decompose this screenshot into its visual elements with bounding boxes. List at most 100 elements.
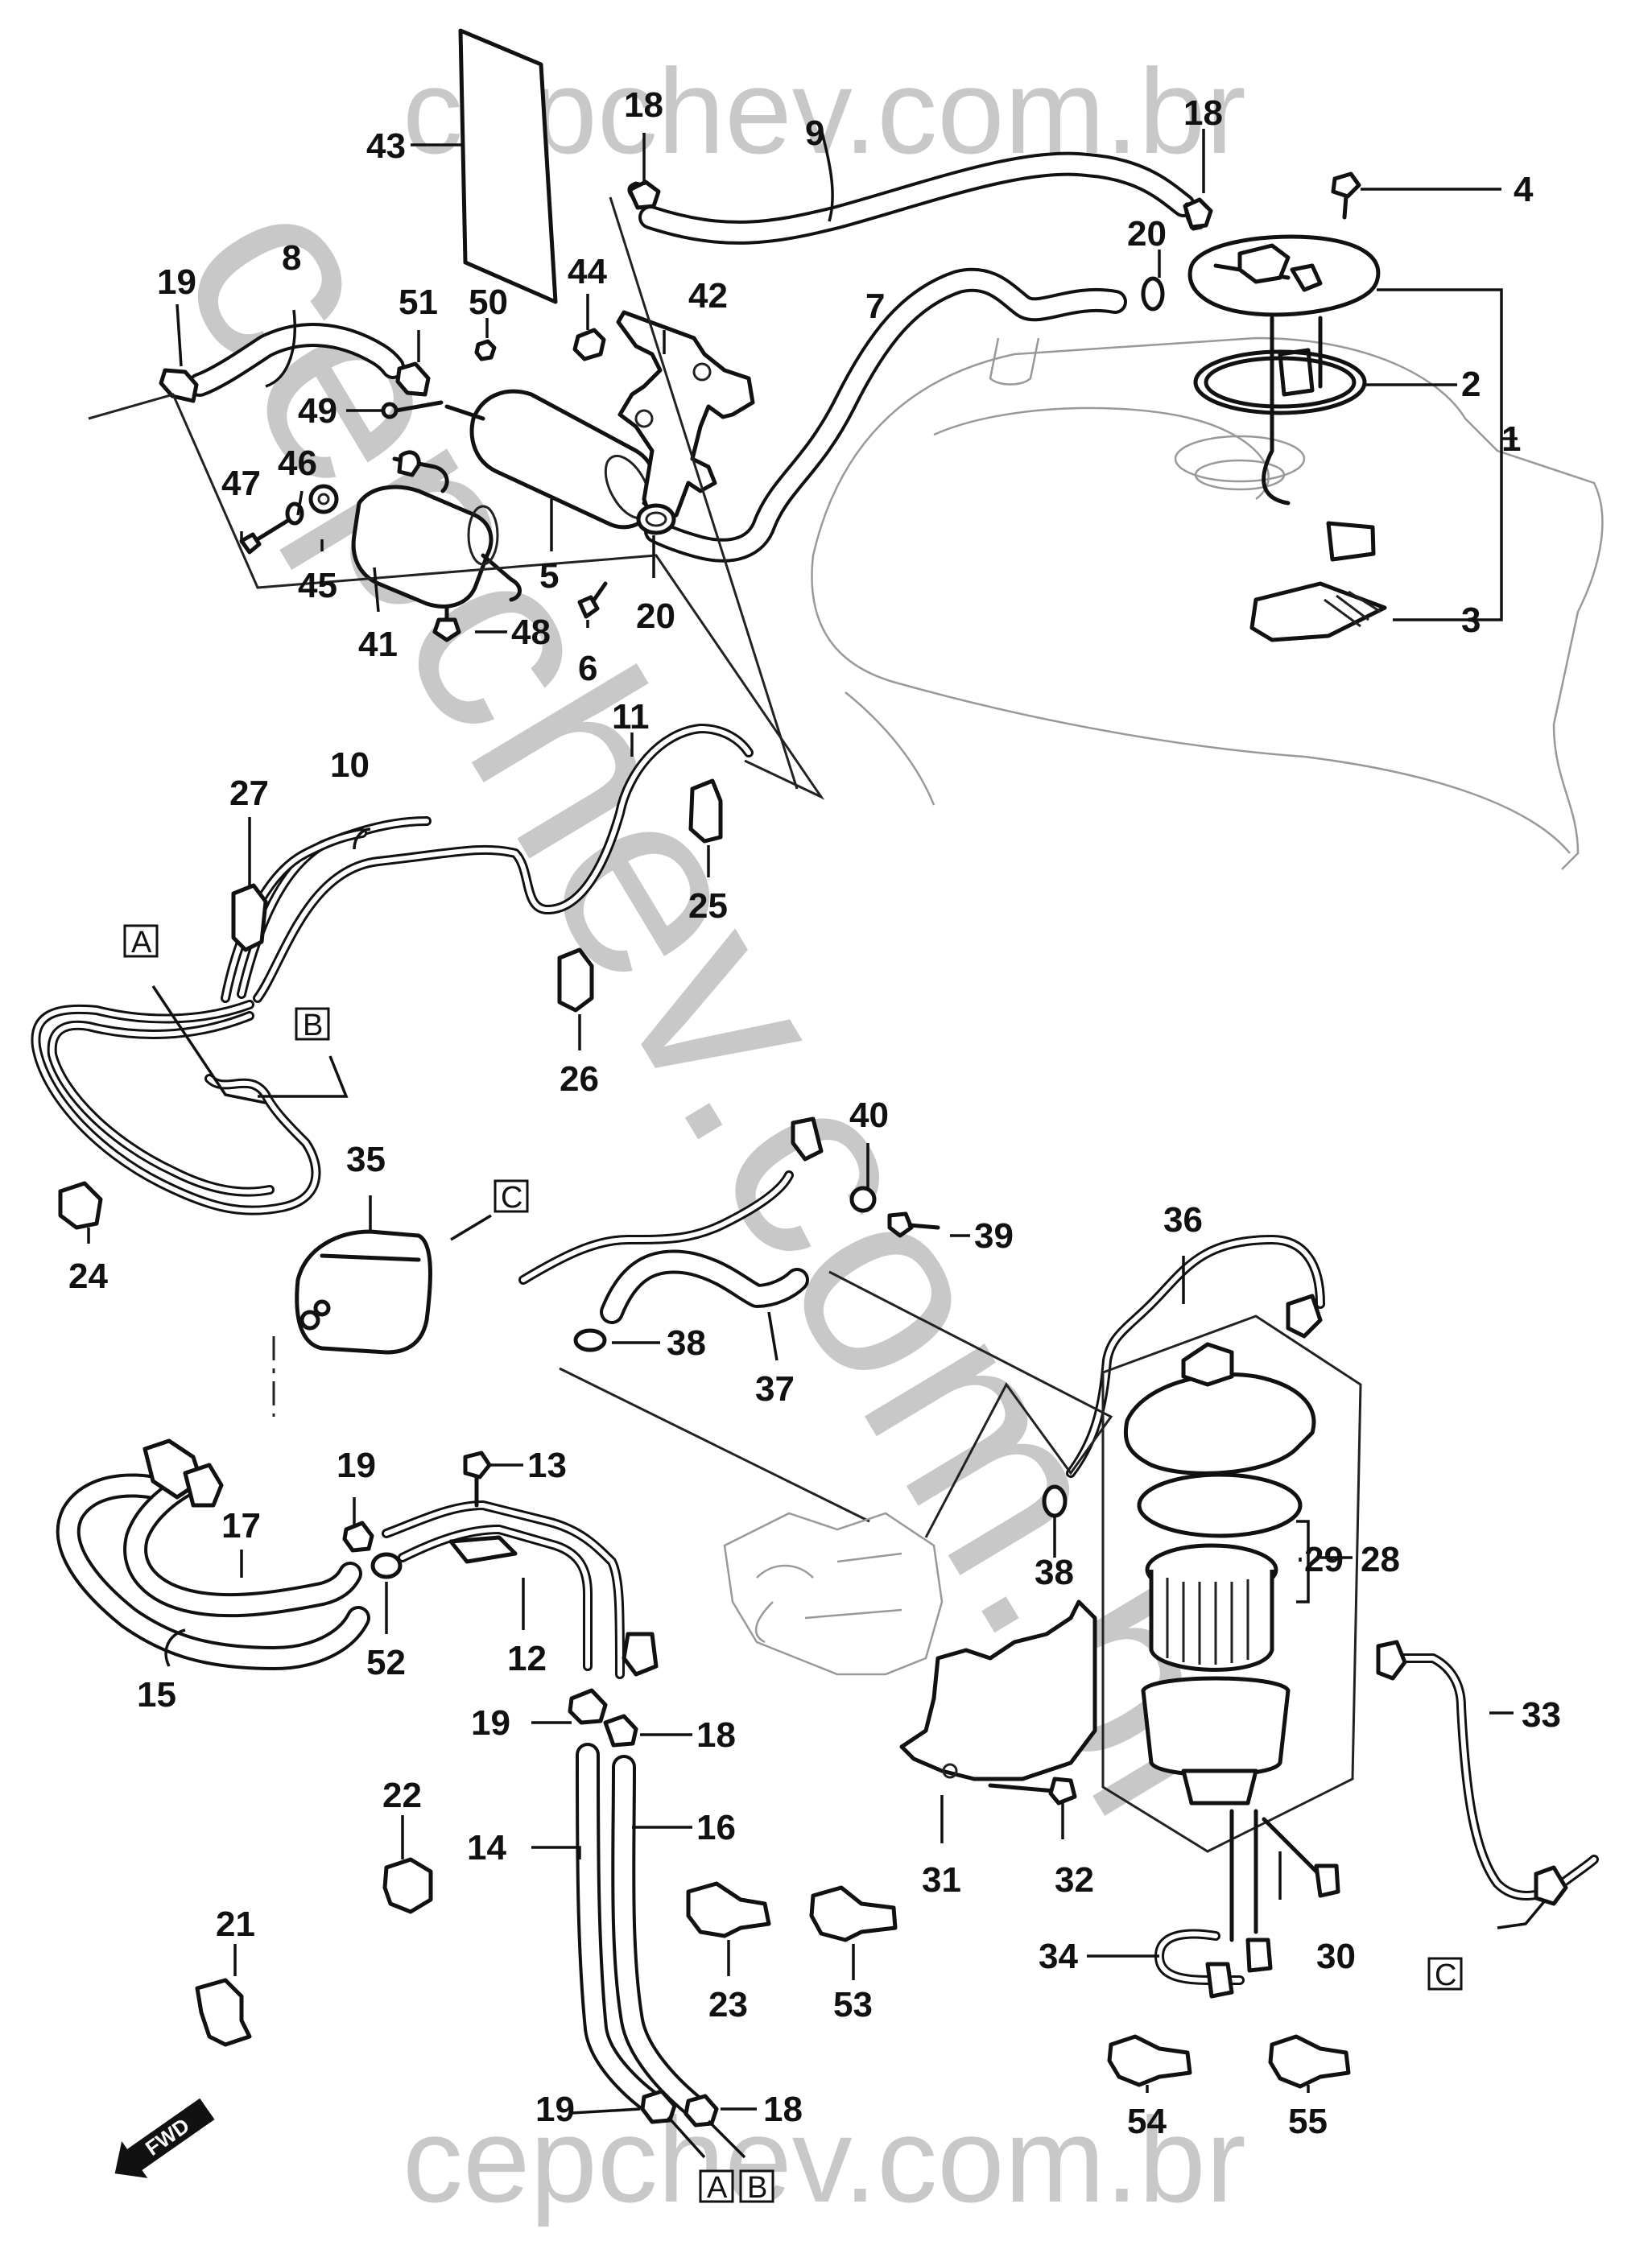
callout-18-d: 18	[763, 2090, 803, 2129]
nipple-44	[572, 328, 606, 361]
bracket-31	[899, 1599, 1097, 1781]
callout-25: 25	[688, 886, 728, 926]
callout-19-a: 19	[157, 262, 196, 302]
callout-53: 53	[833, 1985, 873, 2024]
clamp-19-mid	[342, 1521, 374, 1553]
callout-54: 54	[1127, 2102, 1167, 2141]
hose-33	[1376, 1640, 1599, 1906]
clamp-20-right	[1141, 276, 1165, 312]
ref-marker-b-bottom: B	[739, 2169, 774, 2205]
svg-text:A: A	[707, 2171, 728, 2205]
callout-2: 2	[1461, 365, 1481, 404]
grommet-49	[381, 400, 444, 419]
pump-module-1	[1187, 234, 1381, 506]
fwd-arrow-icon: FWD	[114, 2098, 215, 2178]
callout-20-a: 20	[1127, 214, 1167, 254]
callout-23: 23	[708, 1985, 748, 2024]
clip-54	[1107, 2034, 1192, 2087]
callout-11: 11	[612, 697, 650, 737]
clamp-20-left	[636, 503, 676, 535]
clip-27	[231, 883, 268, 952]
callout-46: 46	[278, 444, 317, 483]
ref-marker-c-right: C	[1427, 1957, 1463, 1992]
callout-17: 17	[221, 1506, 261, 1546]
callout-24: 24	[68, 1257, 108, 1296]
clip-55	[1268, 2034, 1351, 2089]
callout-12: 12	[507, 1639, 547, 1678]
callout-16: 16	[696, 1808, 736, 1847]
callout-15: 15	[137, 1675, 176, 1715]
callout-34: 34	[1039, 1937, 1078, 1976]
callout-10: 10	[330, 745, 370, 785]
callout-18-a: 18	[624, 85, 663, 125]
fuel-tank-outline	[811, 336, 1604, 870]
callout-41: 41	[358, 625, 398, 664]
callout-36: 36	[1163, 1200, 1203, 1240]
hose-8	[188, 323, 405, 397]
clamp-38-right	[1042, 1484, 1068, 1518]
callout-38-a: 38	[667, 1323, 706, 1363]
callout-48: 48	[511, 613, 551, 652]
svg-text:C: C	[501, 1181, 522, 1215]
callout-21: 21	[216, 1905, 255, 1944]
nut-50	[474, 339, 497, 361]
callout-50: 50	[469, 283, 508, 322]
clamp-18-top-right	[1183, 197, 1213, 229]
ref-marker-a-bottom: A	[699, 2169, 734, 2205]
svg-text:B: B	[303, 1009, 323, 1042]
view-lines-middle	[559, 1270, 1113, 1538]
clip-26	[557, 947, 594, 1013]
callout-4: 4	[1514, 170, 1534, 209]
callout-27: 27	[229, 774, 269, 813]
callout-6: 6	[578, 649, 597, 688]
callout-33: 33	[1522, 1695, 1561, 1735]
callout-20-b: 20	[636, 596, 675, 636]
callout-3: 3	[1461, 600, 1481, 640]
hose-16	[611, 1755, 704, 2117]
callout-1: 1	[1501, 419, 1521, 459]
callout-38-b: 38	[1035, 1553, 1074, 1592]
callout-28: 28	[1361, 1540, 1400, 1579]
clip-21	[195, 1978, 252, 2047]
clamp-19-top	[159, 368, 199, 403]
callout-40: 40	[849, 1096, 889, 1135]
pipe-bundle-A-B	[31, 985, 349, 1215]
callout-39: 39	[974, 1216, 1014, 1256]
ref-marker-a-top: A	[123, 924, 159, 960]
bolt-13	[463, 1451, 492, 1508]
strainer-3	[1249, 521, 1387, 642]
callout-8: 8	[282, 238, 301, 278]
callout-7: 7	[865, 287, 885, 326]
callout-26: 26	[560, 1059, 599, 1099]
clamp-38-left	[573, 1328, 607, 1352]
callout-5: 5	[539, 556, 559, 596]
callout-45: 45	[298, 566, 337, 605]
filter-box-28	[1101, 1314, 1362, 1853]
hose-36	[1066, 1235, 1325, 1478]
clamp-18-lower	[603, 1714, 638, 1748]
grommet-45	[308, 484, 339, 514]
hose-34	[1154, 1809, 1273, 1999]
callout-29: 29	[1304, 1540, 1344, 1579]
bolt-47	[239, 516, 294, 555]
clip-23	[686, 1881, 771, 1938]
bolt-39	[887, 1211, 940, 1238]
callout-49: 49	[298, 391, 337, 431]
bolt-48	[432, 605, 461, 642]
engine-sketch	[723, 1512, 944, 1676]
callout-52: 52	[366, 1643, 406, 1682]
callout-35: 35	[346, 1140, 386, 1179]
washer-40	[849, 1186, 877, 1213]
fuel-filter-29	[1123, 1342, 1316, 1806]
hose-37	[518, 1116, 824, 1324]
callout-18-b: 18	[1183, 93, 1223, 133]
bracket-42	[616, 310, 755, 526]
bolt-32	[988, 1777, 1077, 1806]
callout-51: 51	[399, 283, 438, 322]
filter-plate-43	[458, 28, 558, 304]
ref-marker-b-top: B	[295, 1007, 330, 1042]
callout-labels: 43 18 9 18 4 20 19 8 51 50 44 42 7 2 1 4…	[68, 85, 1561, 2141]
bolt-30	[1262, 1817, 1340, 1898]
leader-lines	[87, 128, 1547, 2115]
